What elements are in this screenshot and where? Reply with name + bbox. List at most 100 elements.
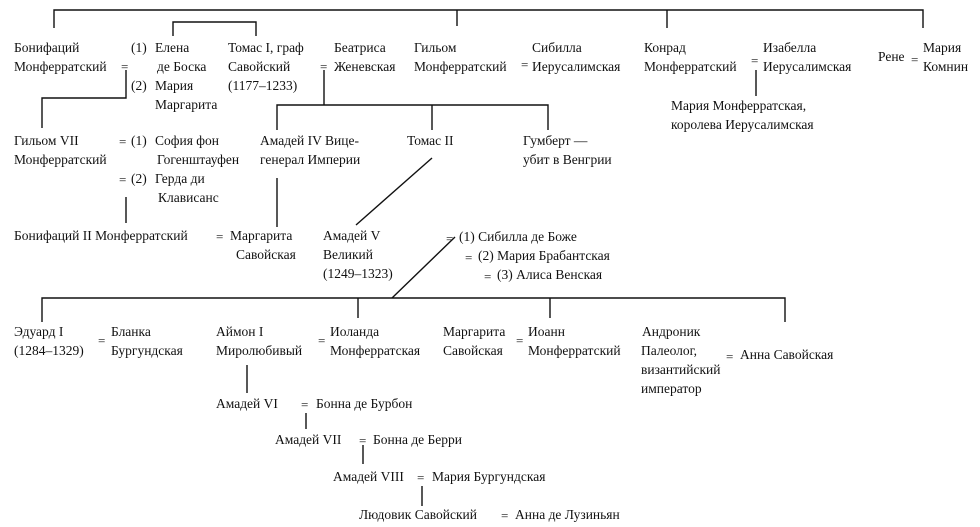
person-sibilla: Сибилла Иерусалимская [532, 38, 620, 76]
name-line: Монферратский [644, 59, 737, 74]
name-line: византийский [641, 362, 721, 377]
name-line: Бургундская [111, 343, 183, 358]
person-amadeus-4: Амадей IV Вице- генерал Империи [260, 131, 360, 169]
name-line: Бонифаций [14, 40, 80, 55]
name-line: Амадей V [323, 228, 381, 243]
person-andronikos-palaiologos: Андроник Палеолог, византийский императо… [641, 322, 721, 398]
person-gerda-clavisans: Герда ди Клависанс [155, 169, 219, 207]
marriage-sign: = [446, 231, 454, 246]
name-line: (1177–1233) [228, 78, 298, 93]
person-bona-berry: Бонна де Берри [373, 432, 463, 447]
person-amadeus-7: Амадей VII [275, 432, 342, 447]
marriage-sign: = [417, 470, 425, 485]
name-line: Савойская [443, 343, 503, 358]
name-line: королева Иерусалимская [671, 117, 814, 132]
line-tomas1-children-bar [276, 104, 549, 130]
wife-number: (1) [131, 40, 147, 55]
name-line: убит в Венгрии [523, 152, 612, 167]
name-line: (1249–1323) [323, 266, 393, 281]
name-line: Аймон I [216, 324, 264, 339]
name-line: Бланка [111, 324, 151, 339]
name-line: император [641, 381, 702, 396]
name-line: Савойский [228, 59, 291, 74]
person-tomas-1: Томас I, граф Савойский (1177–1233) [228, 38, 304, 95]
marriage-sign: = [320, 59, 328, 74]
person-isabella: Изабелла Иерусалимская [763, 38, 851, 76]
name-line: Комнин [923, 59, 969, 74]
name-line: Томас I, граф [228, 40, 304, 55]
person-iolanda-montferrat: Иоланда Монферратская [330, 322, 420, 360]
person-maria-burgundy: Мария Бургундская [432, 469, 546, 484]
wife-number: (2) [131, 171, 147, 186]
name-line: Иерусалимская [763, 59, 852, 74]
name-line: Андроник [642, 324, 701, 339]
person-humbert: Гумберт — убит в Венгрии [523, 131, 612, 169]
marriage-sign: = [726, 349, 734, 364]
person-guglielmo-7: Гильом VII Монферратский [14, 131, 107, 169]
marriage-sign: = [119, 172, 127, 187]
name-line: Маргарита [443, 324, 506, 339]
name-line: Мария [155, 78, 194, 93]
wife-number: (2) [131, 78, 147, 93]
name-line: Герда ди [155, 171, 205, 186]
person-edward-1: Эдуард I (1284–1329) [14, 322, 84, 360]
person-ludovico-savoy: Людовик Савойский [359, 507, 477, 522]
marriage-sign: = [318, 333, 326, 348]
line-tomas2-a5 [355, 157, 433, 226]
person-aimone-1: Аймон I Миролюбивый [216, 322, 302, 360]
name-line: Монферратская [330, 343, 421, 358]
name-line: Великий [323, 247, 373, 262]
name-line: Амадей IV Вице- [260, 133, 359, 148]
name-line: София фон [155, 133, 220, 148]
name-line: Маргарита [230, 228, 293, 243]
marriage-sign: = [484, 269, 492, 284]
name-line: Гильом [414, 40, 457, 55]
name-line: Савойская [236, 247, 296, 262]
name-line: Гильом VII [14, 133, 79, 148]
line-a5-children-bar [41, 297, 786, 322]
name-line: (1284–1329) [14, 343, 84, 358]
name-line: Эдуард I [14, 324, 64, 339]
marriage-sign: = [501, 508, 509, 523]
person-maria-montferrat: Мария Монферратская, королева Иерусалимс… [671, 96, 814, 134]
person-maria-komnin: Мария Комнин [923, 38, 968, 76]
person-tomas-2: Томас II [407, 133, 454, 148]
person-bonifacio-2: Бонифаций II Монферратский [14, 228, 188, 243]
name-line: Иоанн [528, 324, 565, 339]
marriage-sign: = [119, 134, 127, 149]
person-elena-de-bosca: Елена де Боска [155, 38, 206, 76]
person-bona-bourbon: Бонна де Бурбон [316, 396, 413, 411]
name-line: Монферратский [414, 59, 507, 74]
name-line: Монферратский [528, 343, 621, 358]
marriage-sign: = [301, 397, 309, 412]
name-line: Клависанс [158, 190, 219, 205]
name-line: Монферратский [14, 59, 107, 74]
name-line: Иоланда [330, 324, 380, 339]
name-line: Маргарита [155, 97, 218, 112]
person-guglielmo: Гильом Монферратский [414, 38, 507, 76]
person-beatrice: Беатриса Женевская [334, 38, 395, 76]
person-giovanni-montferrat: Иоанн Монферратский [528, 322, 621, 360]
name-line: де Боска [157, 59, 207, 74]
person-margherita-savoy-1: Маргарита Савойская [230, 226, 296, 264]
marriage-sign: = [465, 250, 473, 265]
person-anna-lusignan: Анна де Лузиньян [515, 507, 620, 522]
person-amadeus-8: Амадей VIII [333, 469, 404, 484]
wife-maria-brabant: (2) Мария Брабантская [478, 248, 610, 263]
line-a5-children [391, 236, 456, 299]
name-line: Женевская [334, 59, 396, 74]
person-conrad: Конрад Монферратский [644, 38, 737, 76]
line-top-bar [53, 9, 924, 28]
name-line: Гогенштауфен [157, 152, 240, 167]
person-bianca-burgundy: Бланка Бургундская [111, 322, 183, 360]
person-amadeus-5: Амадей V Великий (1249–1323) [323, 226, 393, 283]
marriage-sign: = [216, 229, 224, 244]
marriage-sign: = [98, 333, 106, 348]
name-line: Елена [155, 40, 190, 55]
line-bonifacio-children [41, 70, 127, 128]
marriage-sign: = [516, 333, 524, 348]
name-line: Конрад [644, 40, 686, 55]
name-line: Миролюбивый [216, 343, 303, 358]
name-line: Сибилла [532, 40, 582, 55]
